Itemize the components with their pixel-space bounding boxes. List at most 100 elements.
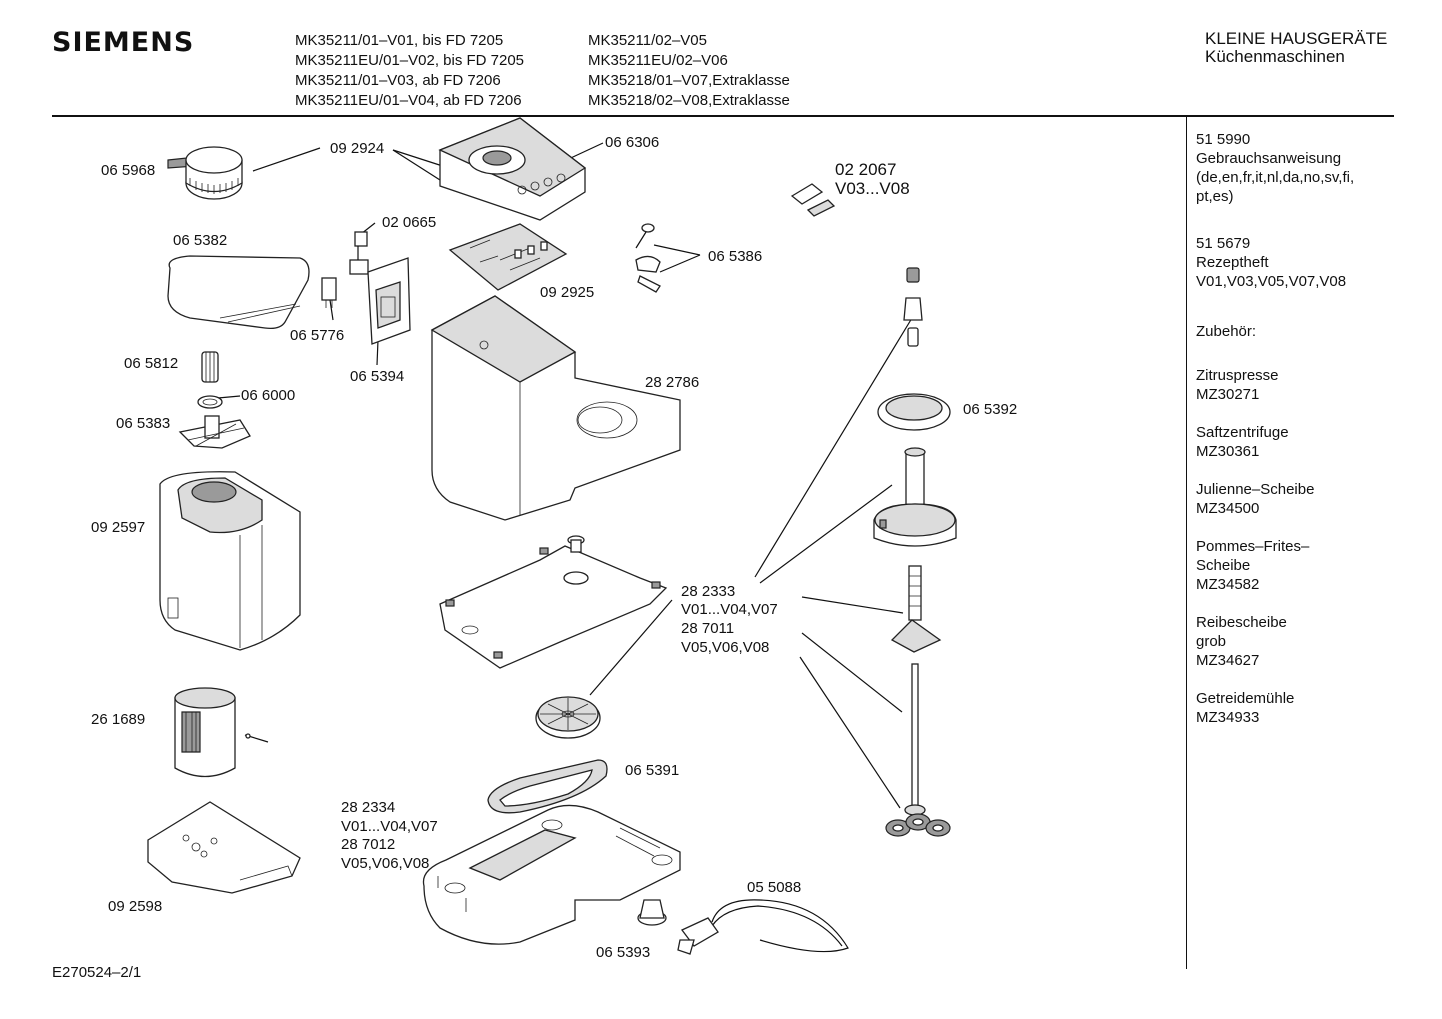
- sidebar-text: pt,es): [1196, 188, 1234, 205]
- capacitor-020665: [349, 231, 369, 275]
- drive-shaft-assembly: [873, 447, 957, 547]
- part-number-label: 06 6306: [605, 134, 659, 151]
- sidebar-entry: 51 5679 Rezeptheft V01,V03,V05,V07,V08: [1196, 234, 1386, 322]
- sidebar-info: 51 5990 Gebrauchsanweisung (de,en,fr,it,…: [1196, 130, 1386, 727]
- sidebar-text: 51 5679: [1196, 235, 1251, 252]
- part-labels: 06 5968 09 2924 06 6306 02 2067 V03...V0…: [91, 134, 1017, 961]
- nut-065392: [903, 267, 923, 347]
- long-spindle: [904, 663, 926, 816]
- part-number-label: 09 2924: [330, 140, 384, 157]
- sidebar-entry: Pommes–Frites– Scheibe MZ34582: [1196, 537, 1386, 613]
- sidebar-entry: Zitruspresse MZ30271: [1196, 366, 1386, 423]
- part-number-label: 06 5386: [708, 248, 762, 265]
- part-number-label: 28 2334: [341, 799, 395, 816]
- sidebar-text: Reibescheibe: [1196, 614, 1287, 631]
- motor-261689: [174, 687, 269, 778]
- part-number-label: 26 1689: [91, 711, 145, 728]
- part-number-label: 09 2597: [91, 519, 145, 536]
- sidebar-entry: Reibescheibe grob MZ34627: [1196, 613, 1386, 689]
- sidebar-entry: Saftzentrifuge MZ30361: [1196, 423, 1386, 480]
- sidebar-entry: Zubehör:: [1196, 322, 1386, 366]
- pulley-wheel-065391: [535, 696, 601, 739]
- connector-022067: [790, 183, 836, 217]
- drawing-number: E270524–2/1: [52, 964, 142, 981]
- sidebar-text: Getreidemühle: [1196, 690, 1295, 707]
- sidebar-text: MZ34933: [1196, 709, 1260, 726]
- seal-ring-065392: [877, 393, 951, 431]
- model-line: MK35218/02–V08,Extraklasse: [588, 92, 790, 109]
- category-heading: KLEINE HAUSGERÄTE Küchenmaschinen: [1205, 30, 1387, 66]
- model-line: MK35211EU/01–V04, ab FD 7206: [295, 92, 522, 109]
- part-number-label: 28 2786: [645, 374, 699, 391]
- part-number-label: 09 2598: [108, 898, 162, 915]
- sidebar-text: MZ34627: [1196, 652, 1260, 669]
- base-plate-092598: [147, 801, 301, 894]
- model-list-left: MK35211/01–V01, bis FD 7205 MK35211EU/01…: [295, 31, 524, 111]
- part-variant-label: V01...V04,V07: [681, 601, 778, 618]
- bottom-housing-282334: [422, 804, 681, 945]
- part-number-label: 06 5812: [124, 355, 178, 372]
- sidebar-text: Julienne–Scheibe: [1196, 481, 1315, 498]
- coupling-065812: [201, 351, 219, 383]
- part-number-label: 28 7011: [681, 620, 734, 637]
- sidebar-entry: Getreidemühle MZ34933: [1196, 689, 1386, 727]
- category-line-1: KLEINE HAUSGERÄTE: [1205, 29, 1388, 48]
- fan-065383: [178, 415, 251, 449]
- knob-065968: [167, 146, 243, 200]
- sidebar-text: (de,en,fr,it,nl,da,no,sv,fi,: [1196, 169, 1355, 186]
- header-rule: [52, 115, 1394, 117]
- part-number-label: 06 5382: [173, 232, 227, 249]
- part-variant-label: V01...V04,V07: [341, 818, 438, 835]
- sidebar-text: Pommes–Frites–: [1196, 538, 1310, 555]
- sidebar-text: MZ30361: [1196, 443, 1260, 460]
- sidebar-rule: [1186, 117, 1187, 969]
- part-number-label: 06 5394: [350, 368, 404, 385]
- sidebar-entry: Julienne–Scheibe MZ34500: [1196, 480, 1386, 537]
- model-line: MK35211/01–V01, bis FD 7205: [295, 32, 504, 49]
- sidebar-text: Scheibe: [1196, 557, 1251, 574]
- part-number-label: 06 5383: [116, 415, 170, 432]
- model-list-right: MK35211/02–V05 MK35211EU/02–V06 MK35218/…: [588, 31, 790, 111]
- switch-065386: [635, 223, 661, 293]
- gear-housing-282333: [439, 535, 668, 669]
- top-cover-066306: [438, 117, 587, 221]
- foot-065393: [637, 899, 667, 926]
- pcb-092925: [448, 223, 568, 291]
- part-number-label: 06 5391: [625, 762, 679, 779]
- sidebar-entry: 51 5990 Gebrauchsanweisung (de,en,fr,it,…: [1196, 130, 1386, 234]
- part-number-label: 02 0665: [382, 214, 436, 231]
- sidebar-text: MZ34582: [1196, 576, 1260, 593]
- model-line: MK35211EU/01–V02, bis FD 7205: [295, 52, 525, 69]
- part-number-label: 02 2067: [835, 160, 896, 179]
- lid-cover-065382: [167, 255, 310, 330]
- gear-set: [885, 813, 951, 837]
- sidebar-text: Zubehör:: [1196, 323, 1257, 340]
- sidebar-text: Rezeptheft: [1196, 254, 1269, 271]
- exploded-parts-diagram: 06 5968 09 2924 06 6306 02 2067 V03...V0…: [91, 117, 1017, 961]
- part-variant-label: V05,V06,V08: [681, 639, 769, 656]
- part-variant-label: V05,V06,V08: [341, 855, 429, 872]
- part-variant-label: V03...V08: [835, 179, 910, 198]
- sidebar-text: MZ30271: [1196, 386, 1260, 403]
- leader-lines: [217, 142, 913, 809]
- sidebar-text: Gebrauchsanweisung: [1196, 150, 1342, 167]
- sidebar-text: grob: [1196, 633, 1227, 650]
- model-line: MK35211/01–V03, ab FD 7206: [295, 72, 501, 89]
- main-housing-282786: [430, 295, 681, 521]
- part-number-label: 28 2333: [681, 583, 735, 600]
- part-number-label: 09 2925: [540, 284, 594, 301]
- model-line: MK35218/01–V07,Extraklasse: [588, 72, 790, 89]
- part-number-label: 06 6000: [241, 387, 295, 404]
- brand-logo: SIEMENS: [52, 27, 195, 58]
- part-number-label: 06 5392: [963, 401, 1017, 418]
- sidebar-text: 51 5990: [1196, 131, 1251, 148]
- part-number-label: 06 5968: [101, 162, 155, 179]
- part-number-label: 06 5393: [596, 944, 650, 961]
- sidebar-text: V01,V03,V05,V07,V08: [1196, 273, 1347, 290]
- part-number-label: 06 5776: [290, 327, 344, 344]
- housing-092597: [159, 471, 301, 651]
- worm-shaft: [890, 565, 942, 653]
- model-line: MK35211EU/02–V06: [588, 52, 728, 69]
- drive-belt-065391: [487, 759, 608, 814]
- category-line-2: Küchenmaschinen: [1205, 47, 1345, 66]
